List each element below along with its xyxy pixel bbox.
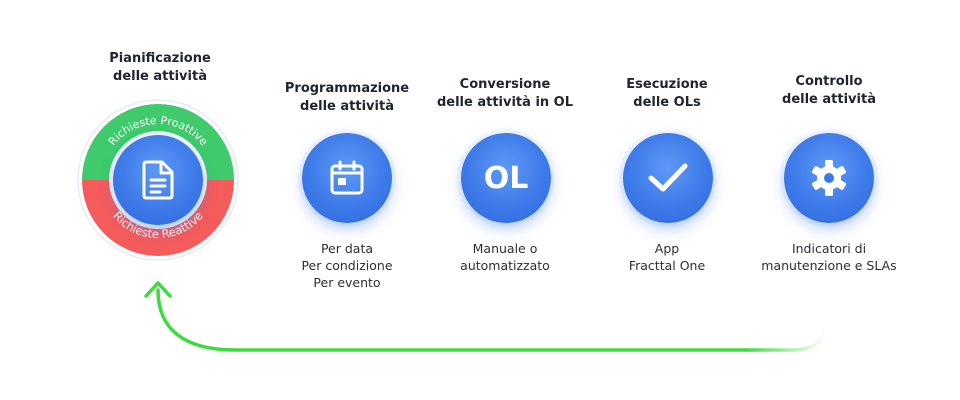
feedback-arrowhead-icon [144,281,172,298]
calendar-icon [330,160,364,195]
node-execution [623,133,713,223]
checkmark-icon [648,163,688,192]
gear-icon [811,160,847,196]
node-conversion: OL [461,133,551,223]
ol-icon-text: OL [483,160,529,196]
feedback-loop-arrow [156,288,827,352]
document-icon [142,160,174,200]
node-control [784,133,874,223]
node-planning [113,135,203,225]
node-scheduling [302,133,392,223]
